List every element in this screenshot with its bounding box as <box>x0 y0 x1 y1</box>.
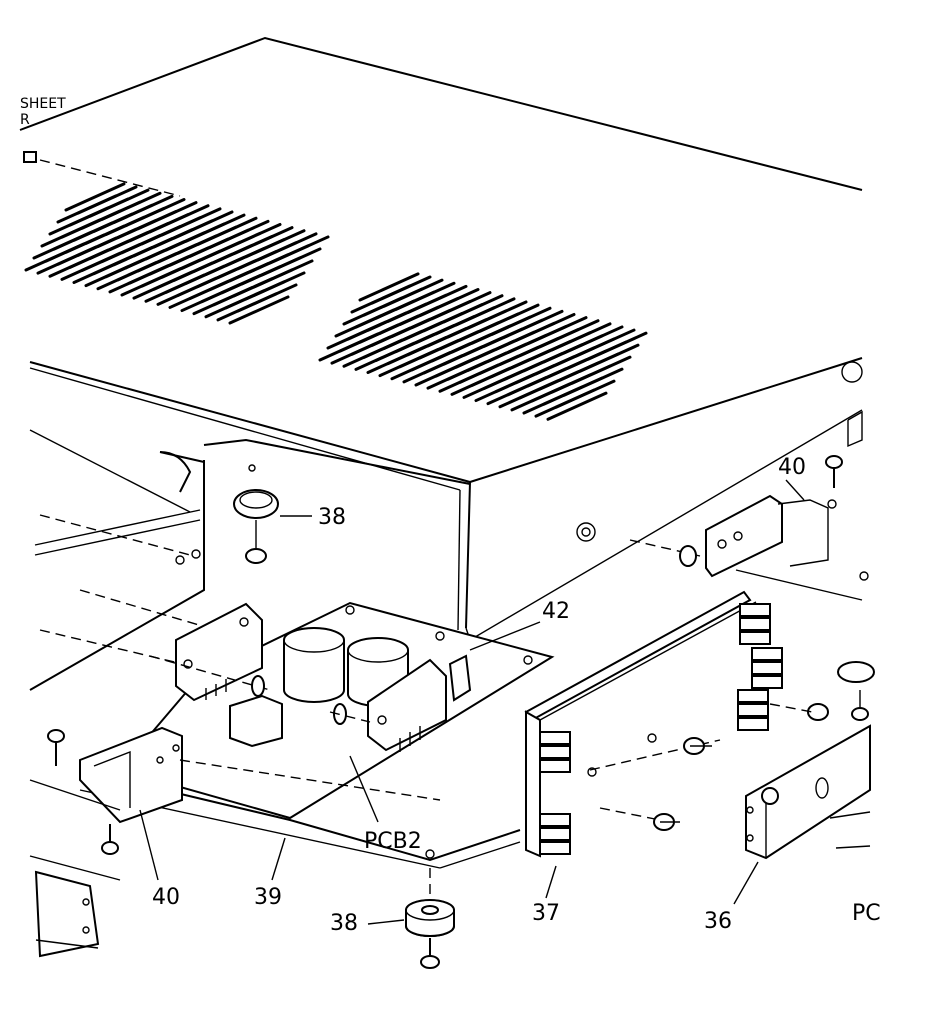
vent-slot <box>48 248 110 278</box>
vent-slot <box>180 282 242 313</box>
vent-slot <box>534 388 596 418</box>
clip-segment <box>751 675 783 689</box>
vent-slot <box>342 296 404 326</box>
vent-slot <box>438 363 500 393</box>
clip-segment <box>751 647 783 661</box>
vent-slot <box>48 206 110 236</box>
foot-38-top <box>233 464 312 564</box>
label-38-bottom: 38 <box>330 911 358 936</box>
clip-segment <box>539 827 571 841</box>
vent-slot <box>216 292 278 322</box>
vent-slot <box>510 382 572 412</box>
vent-slots-right <box>318 272 648 421</box>
vent-slot <box>486 376 548 406</box>
label-38-top: 38 <box>318 505 346 530</box>
vent-slot <box>350 284 412 314</box>
part-labels: SHEET R 38 40 42 PCB2 40 39 38 37 36 PC <box>20 96 881 936</box>
vent-slot <box>318 332 380 362</box>
clip-segment <box>739 603 771 617</box>
vent-slot <box>24 242 86 272</box>
clip-segment <box>737 703 769 717</box>
clip-segment <box>539 745 571 759</box>
bracket-36 <box>733 724 871 905</box>
vent-slot <box>326 320 388 350</box>
vent-slot <box>330 335 392 365</box>
vent-slot <box>402 354 464 384</box>
vent-slot <box>342 338 404 368</box>
vent-slot <box>450 366 512 396</box>
vent-slots-left <box>24 182 330 325</box>
bracket-40-left <box>29 726 441 881</box>
vent-slot <box>120 267 182 297</box>
vent-slot <box>168 279 230 309</box>
vent-slot <box>474 372 536 403</box>
vent-slot <box>390 351 452 381</box>
label-36: 36 <box>704 909 732 934</box>
vent-slot <box>414 357 476 387</box>
label-sheet-r: R <box>20 112 30 128</box>
vent-slot <box>64 182 126 212</box>
clip-segment <box>751 661 783 675</box>
clip-segment <box>539 813 571 827</box>
clip-segment <box>539 841 571 855</box>
bracket-lower-left <box>34 870 100 958</box>
vent-slot <box>522 385 584 415</box>
label-39: 39 <box>254 885 282 910</box>
vent-slot <box>108 264 170 294</box>
vent-slot <box>498 379 560 409</box>
vent-slot <box>426 360 488 390</box>
vent-slot <box>84 258 146 288</box>
label-42: 42 <box>542 599 570 624</box>
vent-slot <box>156 276 218 306</box>
vent-slot <box>56 194 118 224</box>
vent-slot <box>204 289 266 319</box>
vent-slot <box>132 270 194 300</box>
vent-slot <box>72 254 134 284</box>
clip-segment <box>539 759 571 773</box>
label-pcb2: PCB2 <box>364 829 422 854</box>
clip-segment <box>539 731 571 745</box>
vent-slot <box>354 341 416 371</box>
label-40-left: 40 <box>152 885 180 910</box>
label-pc: PC <box>852 901 881 926</box>
vent-slot <box>546 391 608 421</box>
clip-segment <box>737 717 769 731</box>
vent-slot <box>334 308 396 338</box>
label-sheet: SHEET <box>20 96 66 112</box>
vent-slot <box>36 245 98 275</box>
bracket-40-right <box>629 455 875 731</box>
bracket-37 <box>524 590 771 899</box>
vent-slot <box>366 344 428 374</box>
label-37: 37 <box>532 901 560 926</box>
foot-38-bottom <box>367 868 455 969</box>
vent-slot <box>462 369 524 399</box>
clip-segment <box>739 631 771 645</box>
vent-slot <box>144 273 206 303</box>
clip-segment <box>737 689 769 703</box>
vent-slot <box>358 272 420 302</box>
clip-segment <box>739 617 771 631</box>
right-edge-parts <box>735 410 869 601</box>
vent-slot <box>96 261 158 291</box>
vent-slot <box>228 295 290 325</box>
vent-slot <box>40 218 102 248</box>
pcb2-board <box>118 601 555 823</box>
top-cover <box>19 36 863 641</box>
vent-slot <box>378 348 440 378</box>
vent-slot <box>192 286 254 316</box>
label-40-right: 40 <box>778 455 806 480</box>
vent-slot <box>60 251 122 281</box>
vent-slot <box>32 230 94 260</box>
